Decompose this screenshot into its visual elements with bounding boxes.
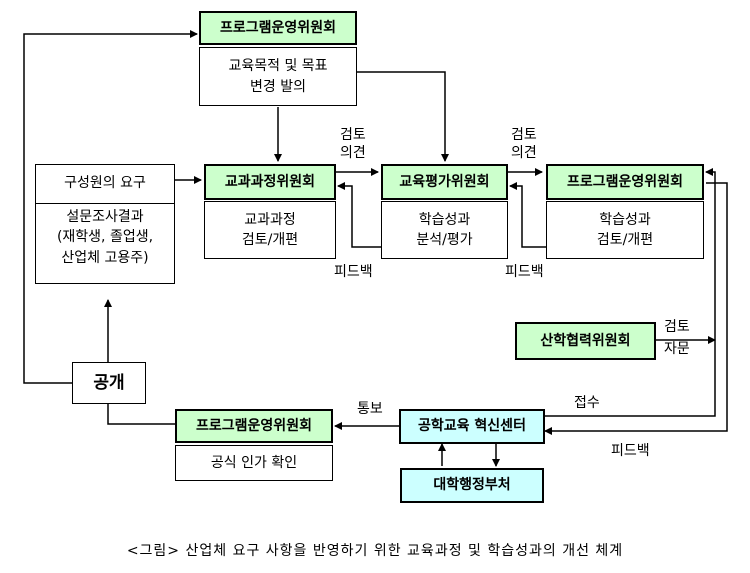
node-university-admin: 대학행정부처 <box>400 468 544 503</box>
member-req-text: 구성원의 요구 <box>64 175 146 191</box>
arrow-feedback-right-to-eval <box>509 182 546 248</box>
arrow-feedback-eval-to-curriculum <box>337 182 381 248</box>
node-accreditation: 공식 인가 확인 <box>175 445 333 481</box>
node-member-survey: 구성원의 요구 설문조사결과 (재학생, 졸업생, 산업체 고용주) <box>35 164 175 284</box>
node-program-committee-top: 프로그램운영위원회 <box>199 11 357 45</box>
label-feedback-1: 피드백 <box>334 264 373 280</box>
arrow-progright-feedback-to-center <box>544 182 728 435</box>
survey-text: 설문조사결과 (재학생, 졸업생, 산업체 고용주) <box>56 209 154 266</box>
label-feedback-2: 피드백 <box>505 264 544 280</box>
figure-caption: <그림> 산업체 요구 사항을 반영하기 위한 교육과정 및 학습성과의 개선 … <box>126 543 624 559</box>
label-receive: 접수 <box>574 395 600 411</box>
label-feedback-3: 피드백 <box>611 443 650 459</box>
node-program-committee-right: 프로그램운영위원회 <box>546 164 704 200</box>
label-notify: 통보 <box>357 401 383 417</box>
node-innovation-center: 공학교육 혁신센터 <box>399 409 545 444</box>
node-program-committee-bottom: 프로그램운영위원회 <box>175 409 333 443</box>
node-industry-committee: 산학협력위원회 <box>515 322 656 360</box>
node-curriculum-committee: 교과과정위원회 <box>204 164 336 200</box>
arrow-goal-to-eval <box>356 71 449 162</box>
node-eval-committee: 교육평가위원회 <box>381 164 508 200</box>
arrow-center-to-progright <box>545 168 716 417</box>
arrow-publish-to-top <box>23 30 198 384</box>
node-publish: 공개 <box>72 362 146 404</box>
line-progbottom-to-publish <box>107 404 175 425</box>
